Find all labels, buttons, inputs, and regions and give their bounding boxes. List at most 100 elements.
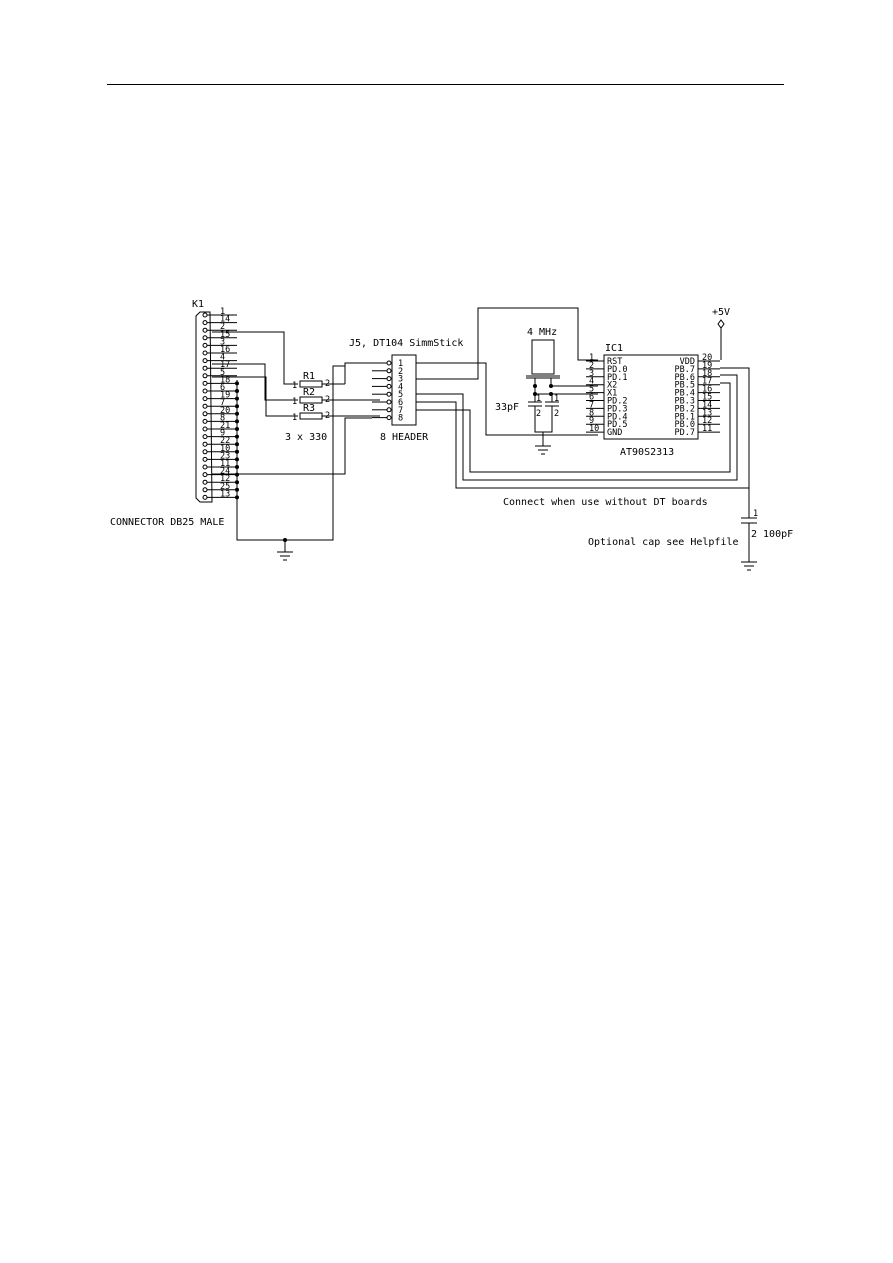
r2-label: R2 bbox=[303, 387, 315, 398]
opt-cap-value: 2 100pF bbox=[751, 529, 793, 540]
ic-pin-name: PB.5 bbox=[675, 381, 695, 391]
connector-pin-hole bbox=[202, 373, 208, 379]
connector-pin-hole bbox=[202, 487, 208, 493]
header-pin-hole bbox=[386, 399, 392, 405]
connector-ref: K1 bbox=[192, 299, 204, 310]
cap1-pin2: 2 bbox=[536, 409, 541, 419]
connector-pin-number: 25 bbox=[220, 482, 230, 492]
wire-pin11-header bbox=[212, 417, 372, 475]
header-pin-hole bbox=[386, 391, 392, 397]
connector-pin-number: 2 bbox=[220, 322, 225, 332]
wire-header-pb6 bbox=[416, 374, 738, 481]
connector-pin-hole bbox=[202, 434, 208, 440]
header-label: 8 HEADER bbox=[380, 432, 429, 443]
ic-pin-number: 12 bbox=[702, 416, 712, 426]
connector-pin-hole bbox=[202, 472, 208, 478]
ic-pin-number: 1 bbox=[589, 353, 594, 363]
connector-pin-hole bbox=[202, 342, 208, 348]
ic-pin-number: 20 bbox=[702, 353, 712, 363]
connector-pin-hole bbox=[202, 456, 208, 462]
optional-cap-note: Optional cap see Helpfile bbox=[588, 537, 739, 548]
connector-pin-hole bbox=[202, 426, 208, 432]
cap1-pin1: 1 bbox=[536, 394, 541, 404]
power-label: +5V bbox=[712, 307, 730, 318]
connector-pin-number: 6 bbox=[220, 383, 225, 393]
crystal-label: 4 MHz bbox=[527, 327, 557, 338]
db25-connector: K1 CONNECTOR DB25 MALE 11421531641751861… bbox=[110, 299, 239, 528]
connector-pin-hole bbox=[202, 365, 208, 371]
header-pin-hole bbox=[386, 376, 392, 382]
ic-pin-number: 16 bbox=[702, 385, 712, 395]
cap-wires bbox=[534, 394, 553, 446]
ic-pin-name: PB.1 bbox=[675, 412, 695, 422]
wire-pin2-r1 bbox=[212, 331, 298, 385]
connector-pin-hole bbox=[202, 320, 208, 326]
ic-pin-name: PD.4 bbox=[607, 412, 627, 422]
ic-pin-name: PB.0 bbox=[675, 420, 695, 430]
resistor-out-wires bbox=[322, 383, 380, 417]
crystal-ground bbox=[535, 445, 551, 455]
r2-pin1: 1 bbox=[292, 397, 297, 407]
r3-label: R3 bbox=[303, 403, 315, 414]
connector-pin-number: 11 bbox=[220, 459, 230, 469]
header-pin-hole bbox=[386, 383, 392, 389]
connector-pin-hole bbox=[202, 380, 208, 386]
power-symbol bbox=[717, 319, 725, 329]
connector-pin-number: 1 bbox=[220, 307, 225, 317]
ic-pin-name: PD.3 bbox=[607, 404, 627, 414]
opt-cap-pin1: 1 bbox=[753, 509, 758, 519]
connector-pin-hole bbox=[202, 403, 208, 409]
ic-pin-name: PB.3 bbox=[675, 397, 695, 407]
ic-pin-number: 2 bbox=[589, 361, 594, 371]
ic-pin-number: 10 bbox=[589, 424, 599, 434]
ic-pin-name: PB.4 bbox=[675, 389, 695, 399]
header-pin-number: 2 bbox=[398, 367, 403, 377]
ic-pin-name: PB.7 bbox=[675, 365, 695, 375]
ic-pin-name: PD.2 bbox=[607, 397, 627, 407]
ic-pin-number: 5 bbox=[589, 385, 594, 395]
connector-pin-hole bbox=[202, 411, 208, 417]
connector-pin-number: 21 bbox=[220, 421, 230, 431]
ic-pin-name: X2 bbox=[607, 381, 617, 391]
crystal-leads bbox=[534, 378, 552, 394]
ic-pin-name: VDD bbox=[680, 357, 695, 367]
ic-pin-number: 8 bbox=[589, 408, 594, 418]
connector-pin-number: 24 bbox=[220, 467, 230, 477]
ground-wire bbox=[236, 365, 345, 541]
ic-pin-number: 11 bbox=[702, 424, 712, 434]
connector-pin-number: 23 bbox=[220, 451, 230, 461]
header-pin-number: 6 bbox=[398, 398, 403, 408]
ic-part: AT90S2313 bbox=[620, 447, 674, 458]
connector-pin-number: 8 bbox=[220, 413, 225, 423]
ic-pin-name: PB.2 bbox=[675, 404, 695, 414]
r1-to-header bbox=[344, 362, 372, 384]
ic-pin-name: PD.0 bbox=[607, 365, 627, 375]
r1-pin1: 1 bbox=[292, 381, 297, 391]
header-pin-hole bbox=[386, 415, 392, 421]
connector-pin-number: 19 bbox=[220, 391, 230, 401]
wire-header-rst bbox=[416, 307, 598, 380]
connector-pin-number: 14 bbox=[220, 315, 230, 325]
ic-pin-number: 15 bbox=[702, 393, 712, 403]
wire-header-pb5 bbox=[416, 382, 731, 473]
connect-note: Connect when use without DT boards bbox=[503, 497, 708, 508]
connector-pin-hole bbox=[202, 418, 208, 424]
ic-pin-name: GND bbox=[607, 428, 622, 438]
optional-cap-ground bbox=[741, 561, 757, 571]
connector-pin-number: 18 bbox=[220, 375, 230, 385]
connector-pin-hole bbox=[202, 441, 208, 447]
header-pin-hole bbox=[386, 368, 392, 374]
ic-pin-number: 6 bbox=[589, 393, 594, 403]
connector-body bbox=[195, 311, 213, 503]
header-pin-number: 7 bbox=[398, 406, 403, 416]
ic-pin-number: 14 bbox=[702, 400, 712, 410]
connector-pin-hole bbox=[202, 494, 208, 500]
ic-body bbox=[603, 354, 699, 440]
cap2-pin2: 2 bbox=[554, 409, 559, 419]
ic-pin-name: PD.5 bbox=[607, 420, 627, 430]
wire-pin4-r2 bbox=[212, 363, 298, 401]
connector-pin-number: 20 bbox=[220, 406, 230, 416]
wire-pin5-r3 bbox=[212, 376, 298, 417]
